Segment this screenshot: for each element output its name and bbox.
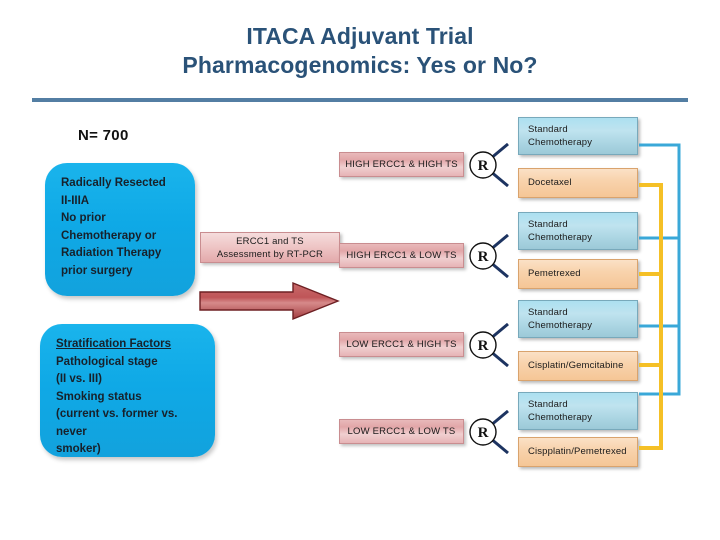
flow-arrow-right-icon bbox=[199, 281, 340, 321]
arm-label-line-1: Cisplatin/Gemcitabine bbox=[528, 360, 624, 371]
arm-label-line-1: Standard bbox=[528, 307, 568, 318]
randomization-letter: R bbox=[478, 249, 489, 265]
eligibility-line-1: Radically Resected bbox=[61, 177, 166, 189]
arm-label-line-2: Chemotherapy bbox=[528, 320, 593, 331]
treatment-arm-control-1: Standard Chemotherapy bbox=[518, 117, 638, 155]
page-title: ITACA Adjuvant Trial Pharmacogenomics: Y… bbox=[60, 22, 660, 80]
eligibility-line-2: II-IIIA bbox=[61, 194, 90, 207]
stratum-low-ercc1-high-ts: LOW ERCC1 & HIGH TS bbox=[339, 332, 464, 357]
eligibility-line-4: Chemotherapy or bbox=[61, 229, 157, 242]
randomization-marker-icon-4: R bbox=[469, 410, 509, 454]
eligibility-criteria-box: Radically Resected II-IIIA No prior Chem… bbox=[45, 163, 195, 296]
experimental-arm-connector-bus bbox=[639, 183, 663, 450]
title-line-2: Pharmacogenomics: Yes or No? bbox=[182, 52, 538, 78]
control-arm-connector-bus bbox=[639, 143, 681, 396]
treatment-arm-control-4: Standard Chemotherapy bbox=[518, 392, 638, 430]
stratification-heading: Stratification Factors bbox=[56, 338, 172, 350]
arm-label-line-2: Chemotherapy bbox=[528, 232, 593, 243]
arm-label-line-1: Standard bbox=[528, 219, 568, 230]
arm-label-line-1: Standard bbox=[528, 124, 568, 135]
arm-label-line-1: Pemetrexed bbox=[528, 268, 581, 279]
assessment-line-1: ERCC1 and TS bbox=[236, 235, 304, 247]
stratification-line-2: (II vs. III) bbox=[56, 373, 103, 385]
stratum-high-ercc1-low-ts: HIGH ERCC1 & LOW TS bbox=[339, 243, 464, 268]
stratum-low-ercc1-low-ts: LOW ERCC1 & LOW TS bbox=[339, 419, 464, 444]
ercc1-ts-assessment-box: ERCC1 and TS Assessment by RT-PCR bbox=[200, 232, 340, 263]
treatment-arm-control-2: Standard Chemotherapy bbox=[518, 212, 638, 250]
stratum-high-ercc1-high-ts: HIGH ERCC1 & HIGH TS bbox=[339, 152, 464, 177]
stratification-line-1: Pathological stage bbox=[56, 355, 158, 368]
randomization-marker-icon-3: R bbox=[469, 323, 509, 367]
randomization-letter: R bbox=[478, 158, 489, 174]
arm-label-line-1: Docetaxel bbox=[528, 177, 572, 188]
stratum-label: HIGH ERCC1 & LOW TS bbox=[346, 250, 457, 261]
arm-label-line-1: Standard bbox=[528, 399, 568, 410]
header-divider bbox=[32, 98, 688, 102]
stratum-label: HIGH ERCC1 & HIGH TS bbox=[345, 159, 458, 170]
stratification-factors-box: Stratification Factors Pathological stag… bbox=[40, 324, 215, 457]
stratum-label: LOW ERCC1 & HIGH TS bbox=[346, 339, 457, 350]
stratum-label: LOW ERCC1 & LOW TS bbox=[347, 426, 456, 437]
randomization-marker-icon-1: R bbox=[469, 143, 509, 187]
treatment-arm-experimental-1: Docetaxel bbox=[518, 168, 638, 198]
stratification-line-3: Smoking status bbox=[56, 390, 142, 403]
randomization-letter: R bbox=[478, 338, 489, 354]
treatment-arm-experimental-3: Cisplatin/Gemcitabine bbox=[518, 351, 638, 381]
randomization-letter: R bbox=[478, 425, 489, 441]
arm-label-line-1: Cispplatin/Pemetrexed bbox=[528, 446, 627, 457]
treatment-arm-experimental-4: Cispplatin/Pemetrexed bbox=[518, 437, 638, 467]
arm-label-line-2: Chemotherapy bbox=[528, 412, 593, 423]
enrollment-count-label: N= 700 bbox=[78, 127, 129, 144]
title-line-1: ITACA Adjuvant Trial bbox=[246, 23, 474, 49]
stratification-line-5: smoker) bbox=[56, 443, 101, 455]
treatment-arm-control-3: Standard Chemotherapy bbox=[518, 300, 638, 338]
randomization-marker-icon-2: R bbox=[469, 234, 509, 278]
eligibility-line-6: prior surgery bbox=[61, 264, 133, 277]
eligibility-line-5: Radiation Therapy bbox=[61, 247, 162, 259]
stratification-line-4: (current vs. former vs. never bbox=[56, 408, 178, 438]
treatment-arm-experimental-2: Pemetrexed bbox=[518, 259, 638, 289]
eligibility-line-3: No prior bbox=[61, 212, 106, 224]
arm-label-line-2: Chemotherapy bbox=[528, 137, 593, 148]
assessment-line-2: Assessment by RT-PCR bbox=[216, 248, 324, 260]
